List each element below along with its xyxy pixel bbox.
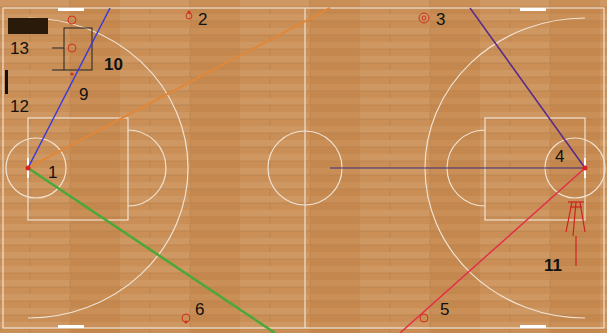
callout-number: 13 [10, 40, 29, 57]
callout-number: 12 [10, 98, 29, 115]
callout-number: 4 [555, 148, 564, 165]
callout-number: 2 [198, 11, 207, 28]
callout-number: 1 [48, 164, 57, 181]
callout-number: 9 [79, 86, 88, 103]
callout-number: 5 [440, 301, 449, 318]
callout-number: 3 [436, 11, 445, 28]
callout-number: 6 [195, 301, 204, 318]
callout-number: 10 [104, 56, 123, 73]
callout-number: 11 [544, 257, 562, 274]
